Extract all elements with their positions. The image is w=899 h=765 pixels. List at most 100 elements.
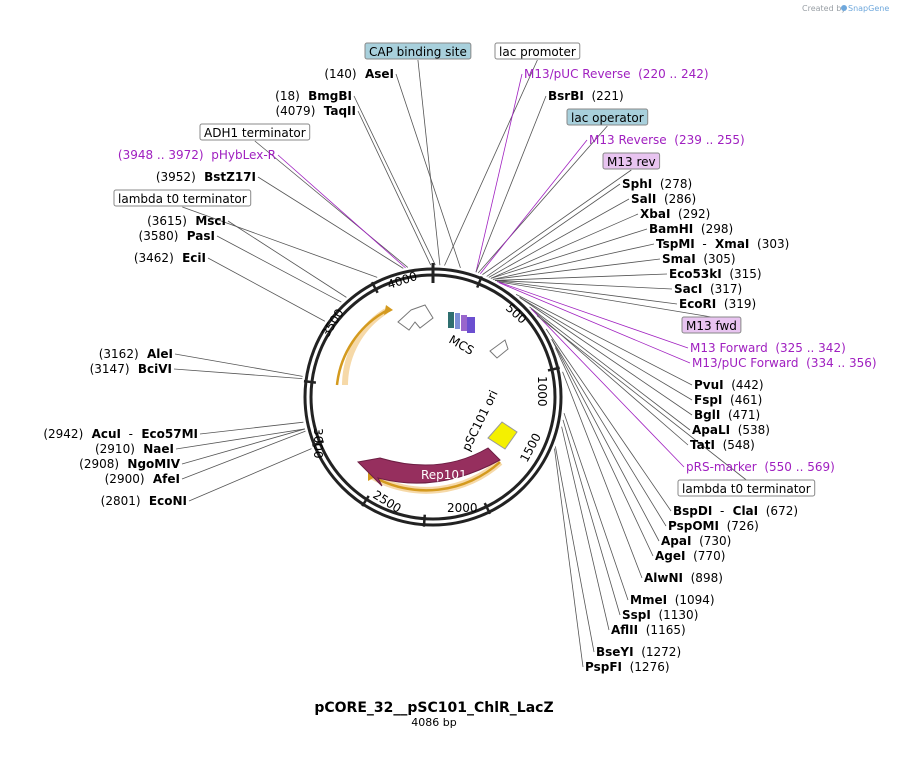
leader-line — [529, 306, 691, 431]
primer-label: M13/pUC Forward (334 .. 356) — [692, 356, 877, 370]
enzyme-site-label: (3952) BstZ17I — [156, 170, 256, 184]
leader-line — [498, 282, 691, 364]
enzyme-site-label: (3580) PasI — [139, 229, 215, 243]
leader-line — [395, 73, 461, 269]
feature-box-label: lambda t0 terminator — [113, 189, 252, 207]
label-text: AgeI (770) — [655, 549, 725, 563]
feature-box — [364, 42, 472, 60]
leader-line — [444, 59, 538, 266]
enzyme-site-label: BseYI (1272) — [596, 645, 681, 659]
enzyme-site-label: SspI (1130) — [622, 608, 698, 622]
mcs-block-2 — [455, 313, 460, 329]
enzyme-site-label: SacI (317) — [674, 282, 742, 296]
label-text: BglI (471) — [694, 408, 760, 422]
leader-line — [536, 315, 747, 481]
label-text: ApaLI (538) — [692, 423, 770, 437]
leader-line — [417, 59, 441, 266]
enzyme-site-label: AlwNI (898) — [644, 571, 723, 585]
label-text: pRS-marker (550 .. 569) — [686, 460, 835, 474]
feature-box — [566, 108, 649, 126]
mcs-block-4 — [467, 317, 475, 333]
tick-mark — [422, 514, 427, 527]
enzyme-site-label: (2900) AfeI — [105, 472, 180, 486]
enzyme-site-label: (3462) EciI — [134, 251, 206, 265]
label-text: FspI (461) — [694, 393, 762, 407]
leader-line — [182, 206, 378, 278]
leader-line — [494, 273, 668, 281]
label-text: ApaI (730) — [661, 534, 731, 548]
label-text: (3952) BstZ17I — [156, 170, 256, 184]
psc101-ori-feature — [487, 421, 518, 450]
leader-line — [494, 280, 673, 290]
tick-label: 2000 — [447, 501, 478, 515]
feature-box-label: lac operator — [566, 108, 649, 126]
primer-label: M13 Forward (325 .. 342) — [690, 341, 846, 355]
enzyme-site-label: Eco53kI (315) — [669, 267, 762, 281]
enzyme-site-label: (140) AseI — [324, 67, 394, 81]
leader-line — [477, 125, 608, 274]
label-text: M13 Forward (325 .. 342) — [690, 341, 846, 355]
label-text: (3147) BciVI — [90, 362, 172, 376]
tick-label: 500 — [503, 301, 529, 327]
enzyme-site-label: EcoRI (319) — [679, 297, 756, 311]
leader-line — [519, 297, 693, 401]
label-text: TatI (548) — [690, 438, 755, 452]
rep101-label: Rep101 — [421, 468, 467, 482]
enzyme-site-label: PspOMI (726) — [668, 519, 759, 533]
enzyme-site-label: ApaLI (538) — [692, 423, 770, 437]
leader-line — [357, 110, 432, 266]
enzyme-site-label: BsrBI (221) — [548, 89, 624, 103]
leader-line — [563, 412, 629, 601]
tick-label: 3500 — [319, 306, 347, 339]
feature-box-text: lambda t0 terminator — [118, 192, 247, 206]
label-text: SacI (317) — [674, 282, 742, 296]
feature-box-text: lac promoter — [499, 45, 576, 59]
mcs-label: MCS — [447, 332, 477, 357]
label-text: MmeI (1094) — [630, 593, 715, 607]
label-text: (18) BmgBI — [275, 89, 352, 103]
enzyme-site-label: ApaI (730) — [661, 534, 731, 548]
leader-line — [554, 446, 595, 653]
enzyme-site-label: (2910) NaeI — [95, 442, 174, 456]
enzyme-site-label: (18) BmgBI — [275, 89, 352, 103]
leader-line — [551, 338, 660, 542]
label-text: PspFI (1276) — [585, 660, 670, 674]
leader-line — [494, 280, 678, 305]
psc101-ori-label: pSC101 ori — [459, 388, 500, 453]
label-text: SphI (278) — [622, 177, 692, 191]
enzyme-site-label: (3147) BciVI — [90, 362, 172, 376]
label-text: EcoRI (319) — [679, 297, 756, 311]
leader-line — [257, 176, 404, 269]
tick-mark — [303, 379, 317, 384]
leader-line — [479, 139, 588, 275]
enzyme-site-label: PvuI (442) — [694, 378, 764, 392]
leader-line — [551, 338, 667, 527]
primer-label: pRS-marker (550 .. 569) — [686, 460, 835, 474]
label-text: (2900) AfeI — [105, 472, 180, 486]
leader-line — [562, 419, 621, 616]
leader-line — [482, 169, 632, 275]
leader-line — [207, 257, 326, 322]
orange-arc-upper-arrowhead — [384, 305, 393, 315]
leader-line — [530, 308, 685, 468]
enzyme-site-label: BspDI - ClaI (672) — [673, 504, 798, 518]
leader-line — [181, 428, 306, 465]
enzyme-site-label: PspFI (1276) — [585, 660, 670, 674]
leader-line — [554, 448, 584, 668]
snapgene-logo-icon — [841, 5, 847, 11]
label-text: TspMI - XmaI (303) — [656, 237, 789, 251]
label-text: M13/pUC Reverse (220 .. 242) — [524, 67, 709, 81]
enzyme-site-label: (3615) MscI — [147, 214, 226, 228]
leader-line — [492, 243, 655, 280]
enzyme-site-label: SphI (278) — [622, 177, 692, 191]
plasmid-length: 4086 bp — [411, 716, 456, 729]
tick-mark — [311, 440, 325, 447]
primer-label: M13/pUC Reverse (220 .. 242) — [524, 67, 709, 81]
enzyme-site-label: BamHI (298) — [649, 222, 733, 236]
tick-mark — [361, 495, 370, 507]
tick-mark — [547, 366, 560, 372]
enzyme-site-label: (2801) EcoNI — [101, 494, 187, 508]
tick-label: 3000 — [311, 428, 325, 459]
